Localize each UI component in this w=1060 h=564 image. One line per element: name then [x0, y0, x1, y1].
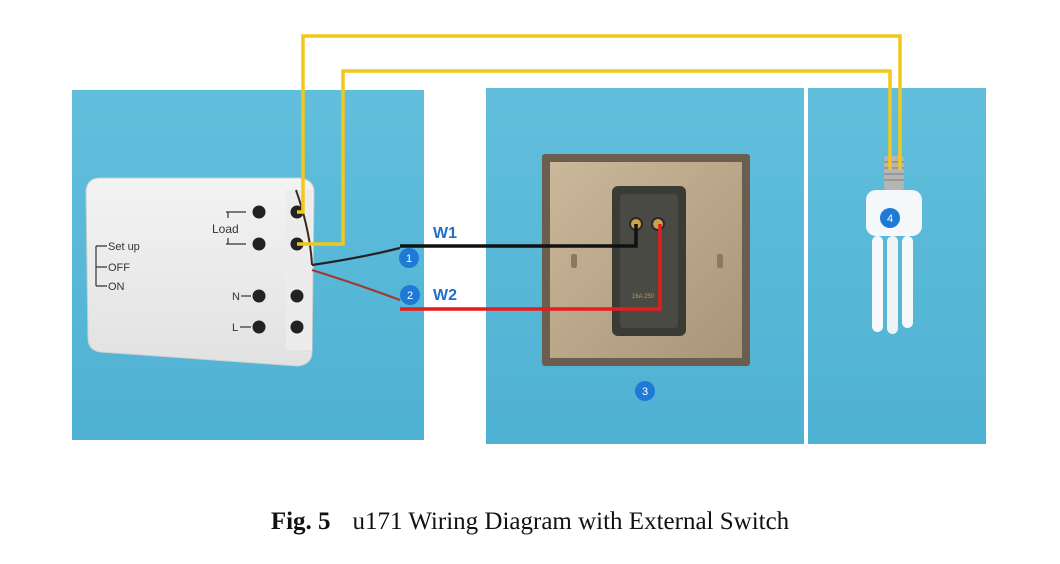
figure-title: u171 Wiring Diagram with External Switch	[352, 508, 790, 535]
aux-terminal-3	[290, 289, 304, 303]
load-bracket	[226, 211, 246, 245]
setup-bracket	[95, 245, 107, 287]
marker-1: 1	[399, 248, 419, 268]
figure-caption: Fig. 5 u171 Wiring Diagram with External …	[0, 508, 1060, 536]
switch-rating: 16A 250	[632, 294, 655, 300]
module-wire-stub-black	[311, 246, 401, 267]
svg-text:3: 3	[642, 386, 648, 398]
l-terminal	[252, 320, 266, 334]
n-label: N	[232, 291, 240, 303]
svg-text:1: 1	[406, 253, 412, 265]
marker-4: 4	[880, 208, 900, 228]
w2-wire	[400, 224, 662, 311]
setup-label: Set up	[108, 241, 140, 253]
w1-wire	[400, 224, 638, 248]
svg-text:2: 2	[407, 290, 413, 302]
marker-2: 2	[400, 285, 420, 305]
svg-text:4: 4	[887, 213, 893, 225]
module-wire-stub-red	[311, 268, 401, 302]
wall-switch: 16A 250	[542, 154, 750, 366]
relay-module: Load Set up OFF ON N L	[85, 177, 315, 367]
load-terminal-1	[252, 205, 266, 219]
l-label: L	[232, 322, 238, 334]
w1-label: W1	[433, 225, 457, 242]
figure-number: Fig. 5	[270, 508, 331, 535]
w2-label: W2	[433, 287, 457, 304]
aux-terminal-4	[290, 320, 304, 334]
load-terminal-2	[252, 237, 266, 251]
load-wire-inner	[297, 69, 892, 246]
light-bulb	[866, 156, 922, 334]
off-label: OFF	[108, 262, 130, 274]
n-terminal	[252, 289, 266, 303]
marker-3: 3	[635, 381, 655, 401]
load-wire-outer	[297, 34, 902, 214]
load-label: Load	[212, 222, 239, 236]
on-label: ON	[108, 281, 125, 293]
